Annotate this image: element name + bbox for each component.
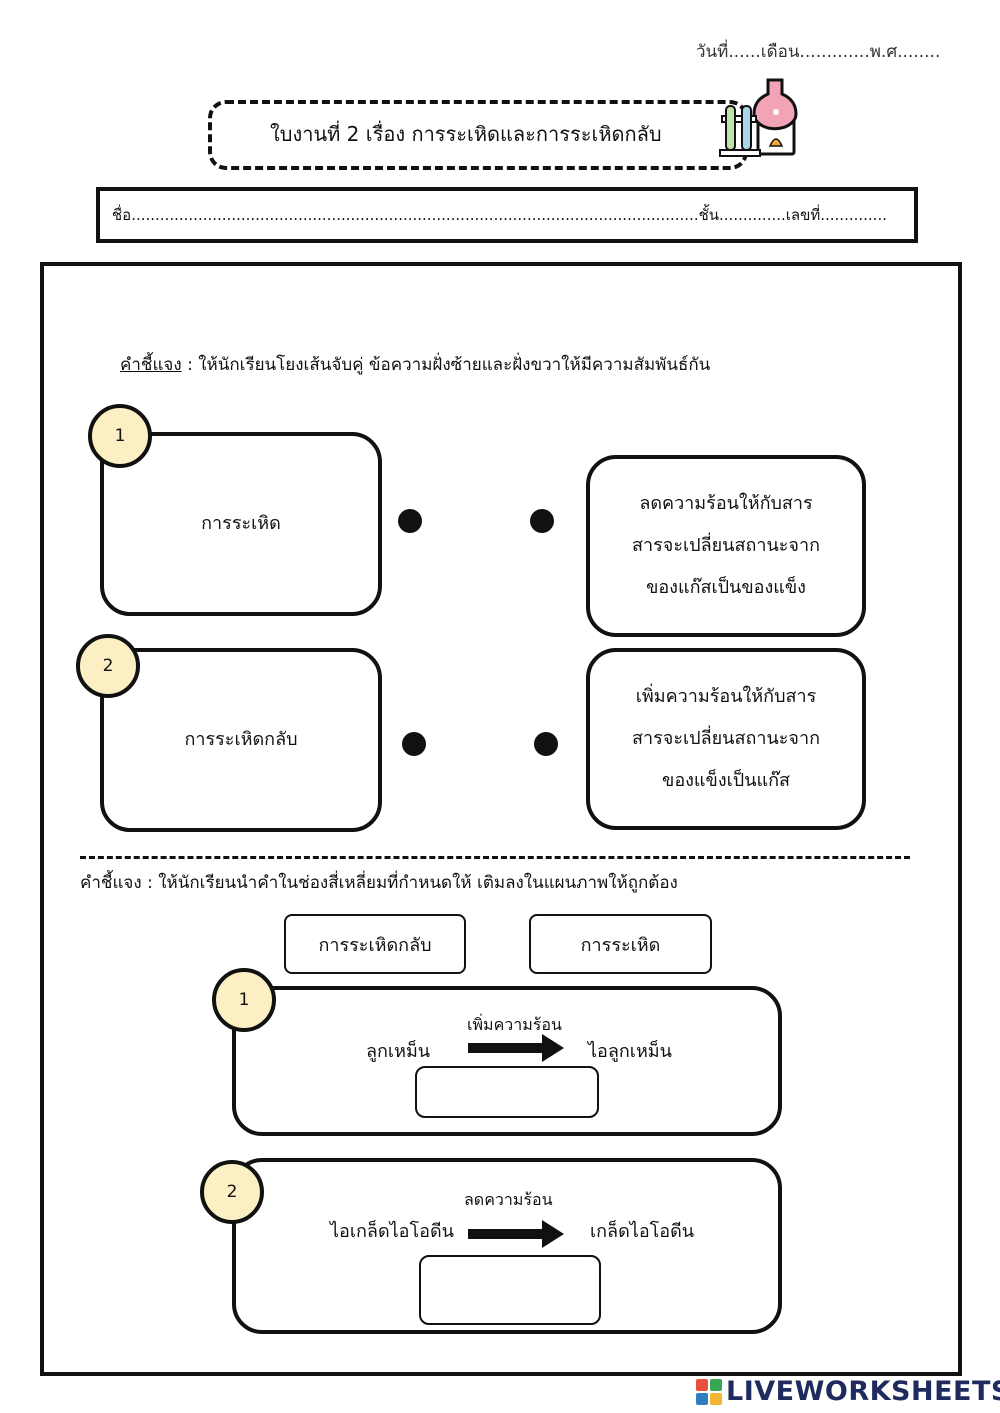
to-label: ไอลูกเหม็น: [588, 1041, 672, 1062]
process-label: เพิ่มความร้อน: [467, 1015, 562, 1034]
definition-line: สารจะเปลี่ยนสถานะจาก: [632, 535, 820, 556]
diagram-badge-2: 2: [200, 1160, 264, 1224]
word-bank-item-2[interactable]: การระเหิด: [529, 914, 712, 974]
from-label: ไอเกล็ดไอโอดีน: [330, 1221, 454, 1242]
right-arrow-icon: [468, 1034, 564, 1062]
badge-number: 1: [114, 426, 126, 446]
from-label: ลูกเหม็น: [366, 1041, 431, 1062]
badge-number: 1: [238, 990, 250, 1010]
term-label: การระเหิดกลับ: [184, 729, 298, 750]
definition-line: ของแก๊สเป็นของแข็ง: [646, 577, 806, 598]
answer-box-1[interactable]: [415, 1066, 599, 1118]
worksheet-title: ใบงานที่ 2 เรื่อง การระเหิดและการระเหิดก…: [270, 122, 662, 146]
word-label: การระเหิดกลับ: [318, 934, 432, 956]
process-label: ลดความร้อน: [464, 1190, 553, 1209]
name-line[interactable]: ชื่อ....................................…: [112, 206, 887, 224]
diagram-box-1: [232, 986, 782, 1136]
logo-text: LIVEWORKSHEETS: [726, 1376, 1000, 1407]
date-line: วันที่......เดือน.............พ.ศ.......…: [696, 42, 941, 62]
left-match-dot-1[interactable]: [398, 509, 422, 533]
term-card-2: การระเหิดกลับ: [100, 648, 382, 832]
lab-flask-icon: [719, 78, 798, 157]
definition-line: ลดความร้อนให้กับสาร: [639, 493, 813, 514]
right-arrow-icon: [468, 1220, 564, 1248]
instruction-label: คำชี้แจง: [120, 355, 182, 375]
term-card-1: การระเหิด: [100, 432, 382, 616]
instruction-text: : ให้นักเรียนโยงเส้นจับคู่ ข้อความฝั่งซ้…: [181, 355, 711, 375]
liveworksheets-logo-icon: [696, 1378, 722, 1405]
diagram-badge-1: 1: [212, 968, 276, 1032]
matching-instruction: คำชี้แจง : ให้นักเรียนโยงเส้นจับคู่ ข้อค…: [120, 351, 710, 378]
definition-card-2: เพิ่มความร้อนให้กับสาร สารจะเปลี่ยนสถานะ…: [586, 648, 866, 830]
word-bank-item-1[interactable]: การระเหิดกลับ: [284, 914, 466, 974]
main-frame: [40, 262, 962, 1376]
number-badge-2: 2: [76, 634, 140, 698]
left-match-dot-2[interactable]: [402, 732, 426, 756]
right-match-dot-2[interactable]: [534, 732, 558, 756]
answer-box-2[interactable]: [419, 1255, 601, 1325]
definition-card-1: ลดความร้อนให้กับสาร สารจะเปลี่ยนสถานะจาก…: [586, 455, 866, 637]
to-label: เกล็ดไอโอดีน: [590, 1221, 695, 1242]
number-badge-1: 1: [88, 404, 152, 468]
right-match-dot-1[interactable]: [530, 509, 554, 533]
word-label: การระเหิด: [580, 934, 661, 956]
badge-number: 2: [226, 1182, 238, 1202]
definition-line: สารจะเปลี่ยนสถานะจาก: [632, 728, 820, 749]
section-divider: [80, 856, 910, 859]
name-box: [96, 187, 918, 243]
definition-line: ของแข็งเป็นแก๊ส: [662, 770, 790, 791]
fill-instruction: คำชี้แจง : ให้นักเรียนนำคำในช่องสี่เหลี่…: [80, 873, 678, 893]
badge-number: 2: [102, 656, 114, 676]
definition-line: เพิ่มความร้อนให้กับสาร: [635, 686, 817, 707]
liveworksheets-logo: LIVEWORKSHEETS: [696, 1376, 1000, 1407]
term-label: การระเหิด: [201, 513, 281, 534]
